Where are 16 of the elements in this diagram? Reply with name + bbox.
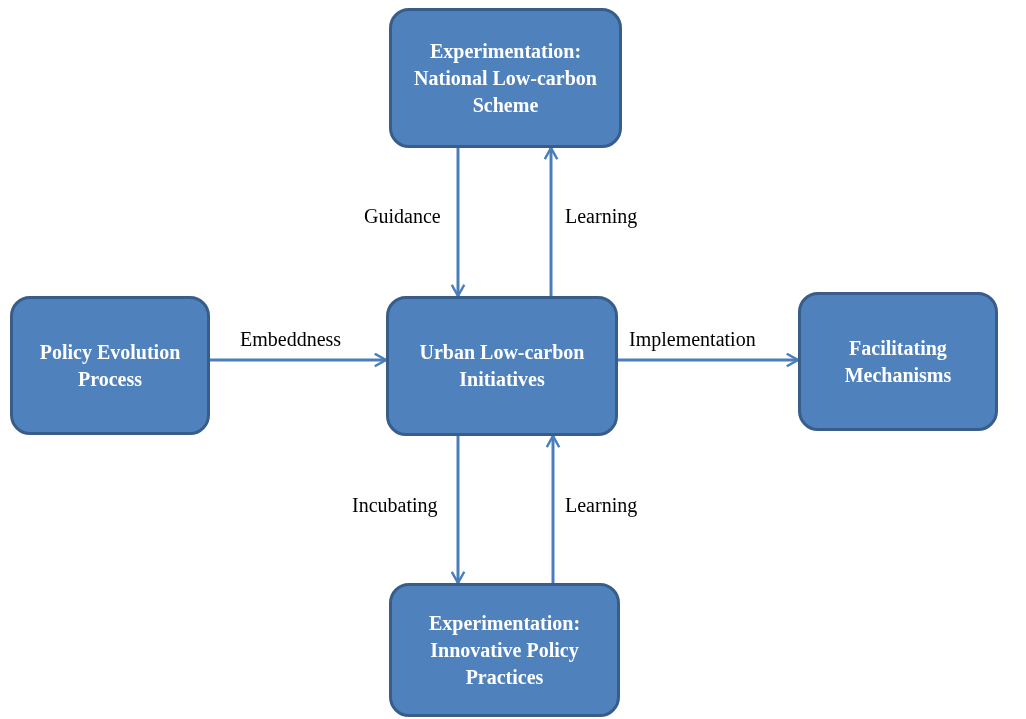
node-text: Policy Evolution Process	[38, 339, 182, 392]
process-box	[386, 296, 618, 436]
node-text: Experimentation: National Low-carbon Scheme	[413, 38, 598, 118]
arrow	[545, 434, 561, 583]
arrow	[618, 352, 800, 368]
arrow	[450, 436, 466, 585]
arrow	[450, 148, 466, 298]
process-box	[389, 583, 620, 717]
process-box	[798, 292, 998, 431]
process-box	[10, 296, 210, 435]
arrow	[210, 352, 388, 368]
process-box	[389, 8, 622, 148]
arrow	[543, 146, 559, 296]
node-text: Experimentation: Innovative Policy Practices	[427, 610, 582, 690]
node-text: Facilitating Mechanisms	[843, 335, 953, 388]
node-text: Urban Low-carbon Initiatives	[418, 340, 586, 392]
